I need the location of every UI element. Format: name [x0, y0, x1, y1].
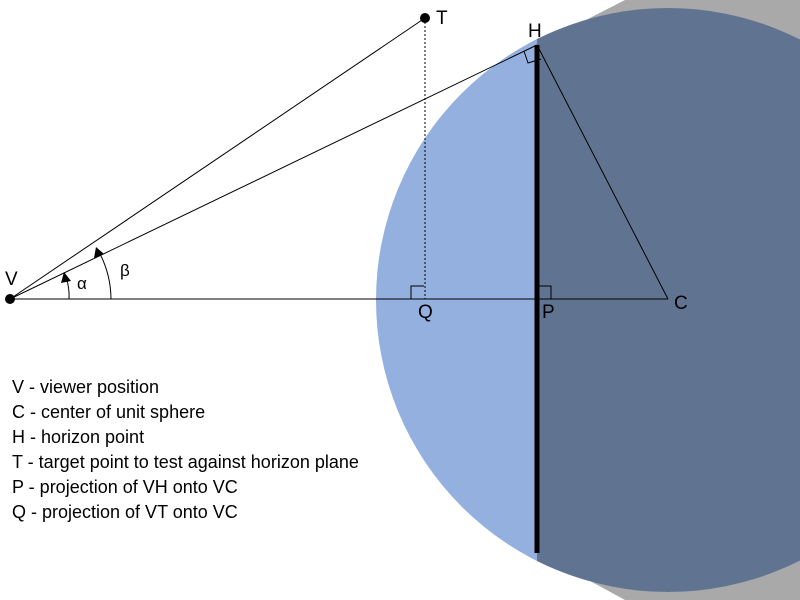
label-Q: Q [418, 302, 433, 323]
alpha-arrowhead-icon [61, 272, 71, 283]
label-V: V [5, 269, 18, 290]
label-alpha: α [77, 274, 87, 293]
label-H: H [528, 21, 542, 42]
sphere-back-half [537, 8, 800, 592]
legend-item: H - horizon point [12, 427, 144, 447]
right-angle-marker-P [538, 285, 552, 299]
line-VT [9, 17, 426, 300]
label-T: T [436, 8, 448, 29]
legend-item: P - projection of VH onto VC [12, 477, 238, 497]
legend-item: T - target point to test against horizon… [12, 452, 359, 472]
legend-item: V - viewer position [12, 377, 159, 397]
unit-sphere [376, 8, 800, 592]
viewer-point-V [5, 294, 15, 304]
label-P: P [542, 302, 555, 323]
target-point-T [420, 13, 430, 23]
label-beta: β [120, 261, 130, 280]
sphere-front-half [376, 39, 537, 561]
beta-arc [98, 251, 112, 300]
legend-item: Q - projection of VT onto VC [12, 502, 238, 522]
beta-arrowhead-icon [94, 247, 104, 258]
right-angle-marker-Q [410, 285, 424, 299]
line-VH [9, 44, 538, 300]
right-angle-marker-H [523, 50, 542, 64]
line-HC [536, 44, 669, 300]
label-C: C [674, 293, 688, 314]
legend: V - viewer position C - center of unit s… [12, 377, 359, 522]
legend-item: C - center of unit sphere [12, 402, 205, 422]
